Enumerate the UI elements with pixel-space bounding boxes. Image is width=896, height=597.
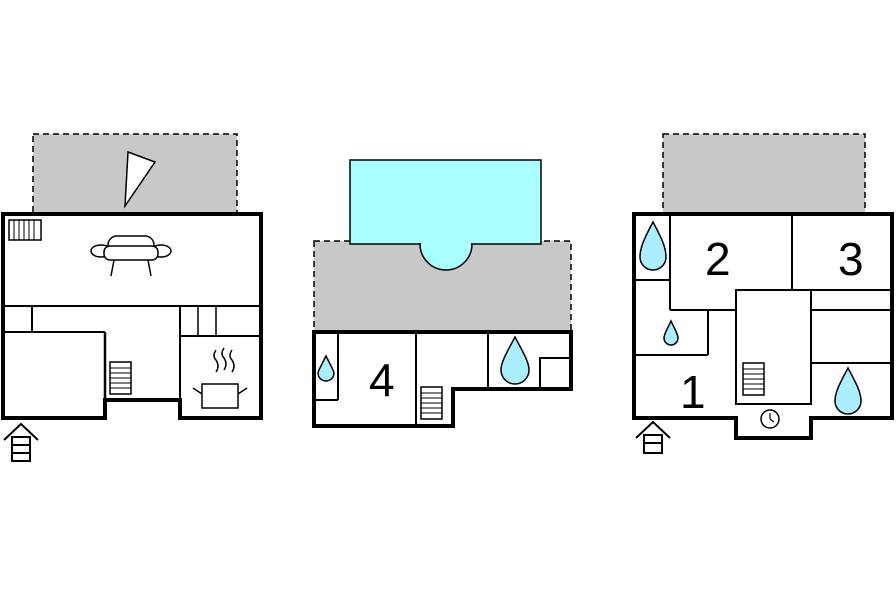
cooking-pot-icon bbox=[192, 347, 248, 409]
radiator-icon bbox=[8, 219, 42, 241]
stairs-icon bbox=[420, 386, 443, 420]
stairs-icon bbox=[742, 362, 765, 396]
swimming-pool bbox=[349, 159, 542, 271]
entrance-arrow-icon bbox=[3, 422, 39, 462]
clock-icon bbox=[760, 409, 780, 429]
room-label-4: 4 bbox=[369, 354, 395, 406]
water-drop-icon bbox=[663, 319, 679, 346]
stairs-icon bbox=[109, 361, 132, 395]
water-drop-icon bbox=[317, 354, 335, 382]
middle-floor-plan: 4 bbox=[312, 159, 573, 428]
room-label-2: 2 bbox=[705, 233, 731, 285]
entrance-arrow-icon bbox=[635, 420, 671, 454]
left-floor-plan bbox=[1, 133, 263, 462]
right-terrace bbox=[662, 133, 866, 215]
right-floor-plan: 2 3 1 bbox=[632, 133, 894, 454]
water-drop-icon bbox=[834, 366, 862, 415]
water-drop-icon bbox=[639, 220, 667, 271]
sun-triangle-icon bbox=[124, 150, 157, 209]
room-label-3: 3 bbox=[838, 233, 864, 285]
room-label-1: 1 bbox=[680, 366, 706, 418]
water-drop-icon bbox=[500, 335, 530, 385]
sofa-icon bbox=[90, 235, 172, 277]
